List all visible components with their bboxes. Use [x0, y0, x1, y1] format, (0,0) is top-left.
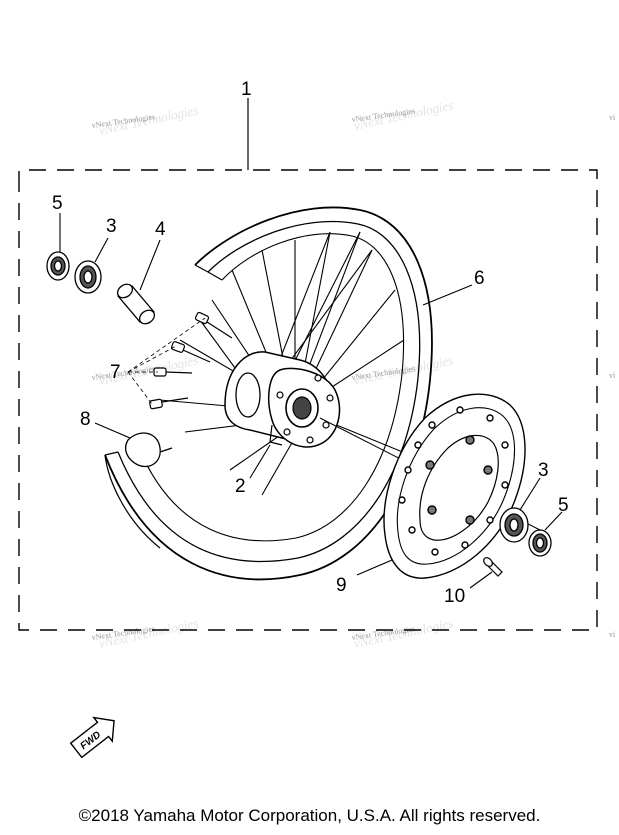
spoke-nipples-part	[149, 311, 233, 410]
bearing-left-part	[74, 260, 102, 294]
assembly-boundary	[18, 169, 598, 631]
oil-seal-left-part	[46, 251, 70, 281]
oil-seal-right-part	[528, 529, 552, 557]
leader-3-right	[519, 477, 541, 511]
callout-7: 7	[110, 362, 121, 383]
rim-band-part	[124, 432, 173, 468]
callout-labels: 1 2 3 3 4 5 5 6 7 8 9 10	[52, 79, 569, 607]
leader-4	[139, 239, 161, 291]
hub-part	[224, 351, 341, 448]
collar-part	[116, 283, 156, 325]
callout-9: 9	[336, 575, 347, 596]
leader-7	[127, 317, 206, 405]
callout-8: 8	[80, 409, 91, 430]
callout-5-left: 5	[52, 193, 63, 214]
leader-6	[422, 284, 473, 306]
leader-3-left	[94, 237, 109, 263]
watermark-cut: vi	[609, 630, 616, 639]
callout-10: 10	[444, 586, 465, 607]
leader-10	[469, 571, 493, 589]
callout-3-right: 3	[538, 460, 549, 481]
watermark-group: vNext Technologies vNext Technologies vN…	[91, 97, 616, 651]
fwd-arrow-icon: FWD	[69, 716, 115, 759]
leader-5-right	[544, 511, 563, 531]
watermark-cut: vi	[609, 371, 616, 380]
callout-1: 1	[241, 79, 252, 100]
brake-disc-part	[383, 393, 526, 579]
rim-part	[104, 206, 433, 581]
bearing-right-part	[499, 507, 529, 543]
leader-9	[356, 559, 393, 576]
callout-6: 6	[474, 268, 485, 289]
copyright-notice: ©2018 Yamaha Motor Corporation, U.S.A. A…	[78, 806, 541, 825]
callout-3-left: 3	[106, 216, 117, 237]
leader-8	[94, 422, 131, 439]
callout-5-right: 5	[558, 495, 569, 516]
watermark-cut: vi	[609, 113, 616, 122]
callout-4: 4	[155, 219, 166, 240]
disc-bolt-part	[483, 557, 503, 577]
callout-2: 2	[235, 476, 246, 497]
leader-2	[249, 444, 271, 479]
